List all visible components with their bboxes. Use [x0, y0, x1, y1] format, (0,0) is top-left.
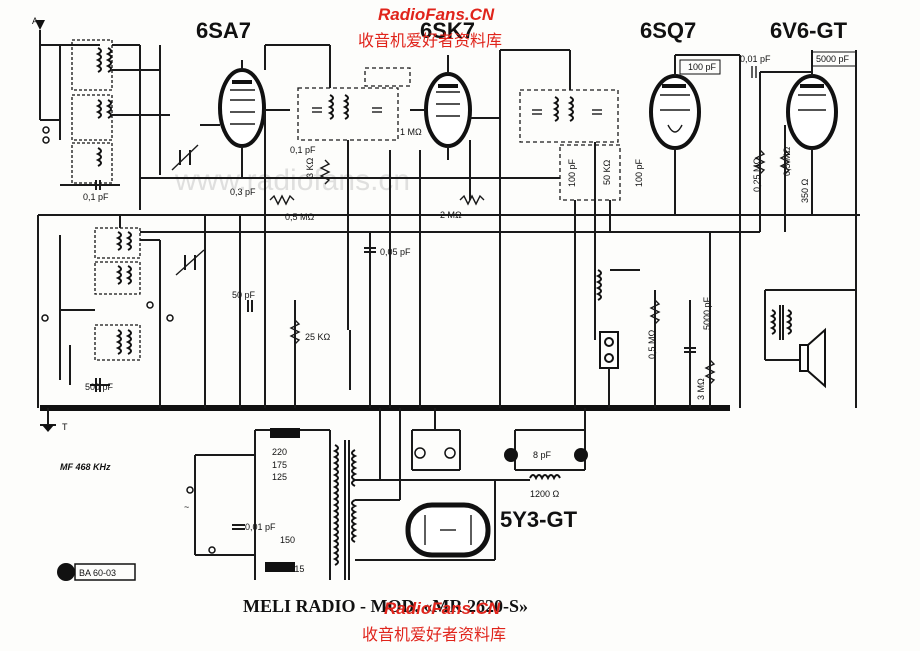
filter-section: 8 pF 1200 Ω [495, 408, 588, 499]
volume-section: 0,5 MΩ 5000 pF 3 MΩ [595, 232, 716, 408]
cap-label-005pf: 0,05 pF [380, 247, 411, 257]
tube-label-6sa7: 6SA7 [196, 18, 251, 43]
tap-label-175: 175 [272, 460, 287, 470]
tap-label-220: 220 [272, 447, 287, 457]
tap-label-115: 115 [290, 564, 304, 574]
if-transformer-1 [264, 44, 411, 330]
earth-symbol: T [40, 408, 68, 432]
res-label-50ko: 50 KΩ [602, 159, 612, 185]
cap-label-5000pf: 5000 pF [816, 54, 850, 64]
tube-5y3gt: 5Y3-GT [405, 502, 578, 558]
tap-label-125: 125 [272, 472, 287, 482]
antenna-section: A 0,1 pF [32, 16, 199, 210]
tube-6sa7: 6SA7 0,1 pF 0,3 pF [196, 18, 316, 197]
res-label-25ko: 25 KΩ [305, 332, 331, 342]
watermark-cn-bottom: 收音机爱好者资料库 [362, 625, 506, 644]
cap-label-01pf: 0,1 pF [83, 192, 109, 202]
tube-label-6sk7: 6SK7 [420, 18, 475, 43]
cap-label-8pf: 8 pF [533, 450, 552, 460]
earth-label: T [62, 422, 68, 432]
tube-label-6v6gt: 6V6-GT [770, 18, 848, 43]
watermark-site-top: RadioFans.CN [378, 5, 495, 24]
cap-label-500pf: 500 pF [85, 382, 114, 392]
svg-text:~: ~ [184, 502, 189, 512]
res-label-2m: 2 MΩ [440, 210, 462, 220]
tube-6sq7: 6SQ7 100 pF [640, 18, 741, 408]
cap-label-50pf: 50 pF [232, 290, 256, 300]
cap-label-001pf: 0,01 pF [740, 54, 771, 64]
res-label-1200: 1200 Ω [530, 489, 560, 499]
output-stage [764, 289, 856, 389]
stamp: BA 60-03 [57, 563, 136, 581]
res-label-05m-b: 0,5 MΩ [782, 146, 792, 176]
faint-watermark: www.radiofans.cn [174, 164, 410, 197]
res-label-05m-c: 0,5 MΩ [647, 329, 657, 359]
cap-label-03pf: 0,3 pF [230, 187, 256, 197]
watermark-site-bottom: RadioFans.CN [384, 599, 501, 618]
tube-6sk7: 6SK7 1 MΩ [400, 18, 501, 232]
cap-label-100pf-c: 100 pF [688, 62, 717, 72]
res-label-3m: 3 MΩ [696, 378, 706, 400]
oscillator-section: 500 pF [37, 215, 205, 408]
if-transformer-2: 100 pF 50 KΩ 100 pF [500, 49, 644, 408]
tap-label-150: 150 [280, 535, 295, 545]
res-label-3ko: 3 KΩ [305, 157, 315, 178]
cap-label-01pf-b: 0,1 pF [290, 145, 316, 155]
res-label-350: 350 Ω [800, 178, 810, 203]
res-label-1m: 1 MΩ [400, 127, 422, 137]
cap-label-100pf-b: 100 pF [634, 158, 644, 187]
cap-label-100pf-a: 100 pF [567, 158, 577, 187]
stamp-label: BA 60-03 [79, 568, 116, 578]
tube-label-5y3gt: 5Y3-GT [500, 507, 578, 532]
res-label-025m: 0,25 MΩ [752, 157, 762, 192]
diagram-title: MELI RADIO - MOD. «MR 2620-S» [243, 596, 528, 616]
watermark-cn-top: 收音机爱好者资料库 [358, 31, 502, 50]
res-label-05m: 0,5 MΩ [285, 212, 315, 222]
tube-label-6sq7: 6SQ7 [640, 18, 696, 43]
power-supply: ~ 0,01 pF 220 175 125 150 115 [184, 408, 496, 580]
middle-resistors: 3 KΩ 0,5 MΩ 2 MΩ 0,05 pF 50 pF 25 KΩ [204, 110, 501, 408]
antenna-label: A [32, 16, 38, 26]
cap-label-5000pf-b: 5000 pF [702, 296, 712, 330]
tube-6v6gt: 6V6-GT 0,01 pF 5000 pF 0,25 MΩ 0,5 MΩ 35… [740, 18, 857, 408]
mf-label: MF 468 KHz [60, 462, 111, 472]
cap-label-001pf-b: 0,01 pF [245, 522, 276, 532]
